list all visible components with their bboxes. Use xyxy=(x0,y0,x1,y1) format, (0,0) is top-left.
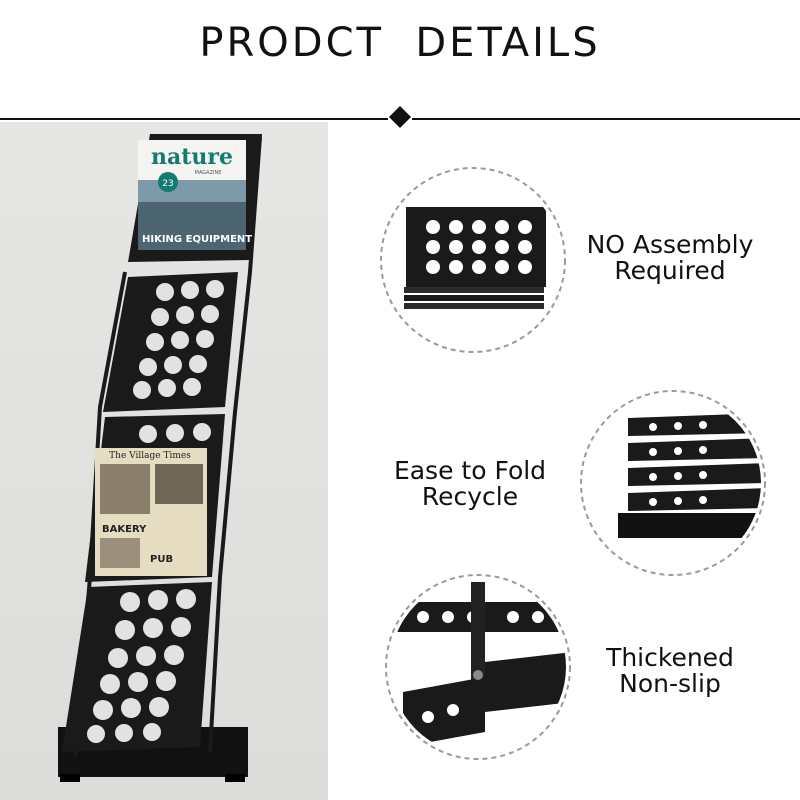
feature-assembly-label: NO Assembly Required xyxy=(586,230,754,285)
diamond-ornament-icon xyxy=(389,106,411,128)
feature-fold-label: Ease to Fold Recycle xyxy=(393,456,547,511)
feature-nonslip-image xyxy=(383,572,573,762)
feature-nonslip-label: Thickened Non-slip xyxy=(606,643,734,698)
svg-text:BAKERY: BAKERY xyxy=(102,524,147,535)
feature-fold-image xyxy=(578,388,768,578)
header-divider-right xyxy=(412,118,800,120)
hinge-detail-icon xyxy=(385,574,571,760)
folded-shelves-icon xyxy=(580,390,766,576)
svg-text:MAGAZINE: MAGAZINE xyxy=(195,170,222,176)
header-divider-left xyxy=(0,118,388,120)
magazine-headline: HIKING EQUIPMENT xyxy=(142,234,252,245)
svg-text:23: 23 xyxy=(162,179,173,189)
magazine-rack-illustration: nature MAGAZINE 23 HIKING EQUIPMENT The … xyxy=(58,134,262,782)
feature-assembly-image xyxy=(378,165,568,355)
product-photo: nature MAGAZINE 23 HIKING EQUIPMENT The … xyxy=(0,122,328,800)
svg-text:The Village Times: The Village Times xyxy=(109,451,191,461)
svg-text:PUB: PUB xyxy=(150,554,173,565)
magazine-masthead: nature xyxy=(151,144,233,170)
stacked-shelves-icon xyxy=(380,167,566,353)
page-title: PRODCT DETAILS xyxy=(199,20,601,66)
